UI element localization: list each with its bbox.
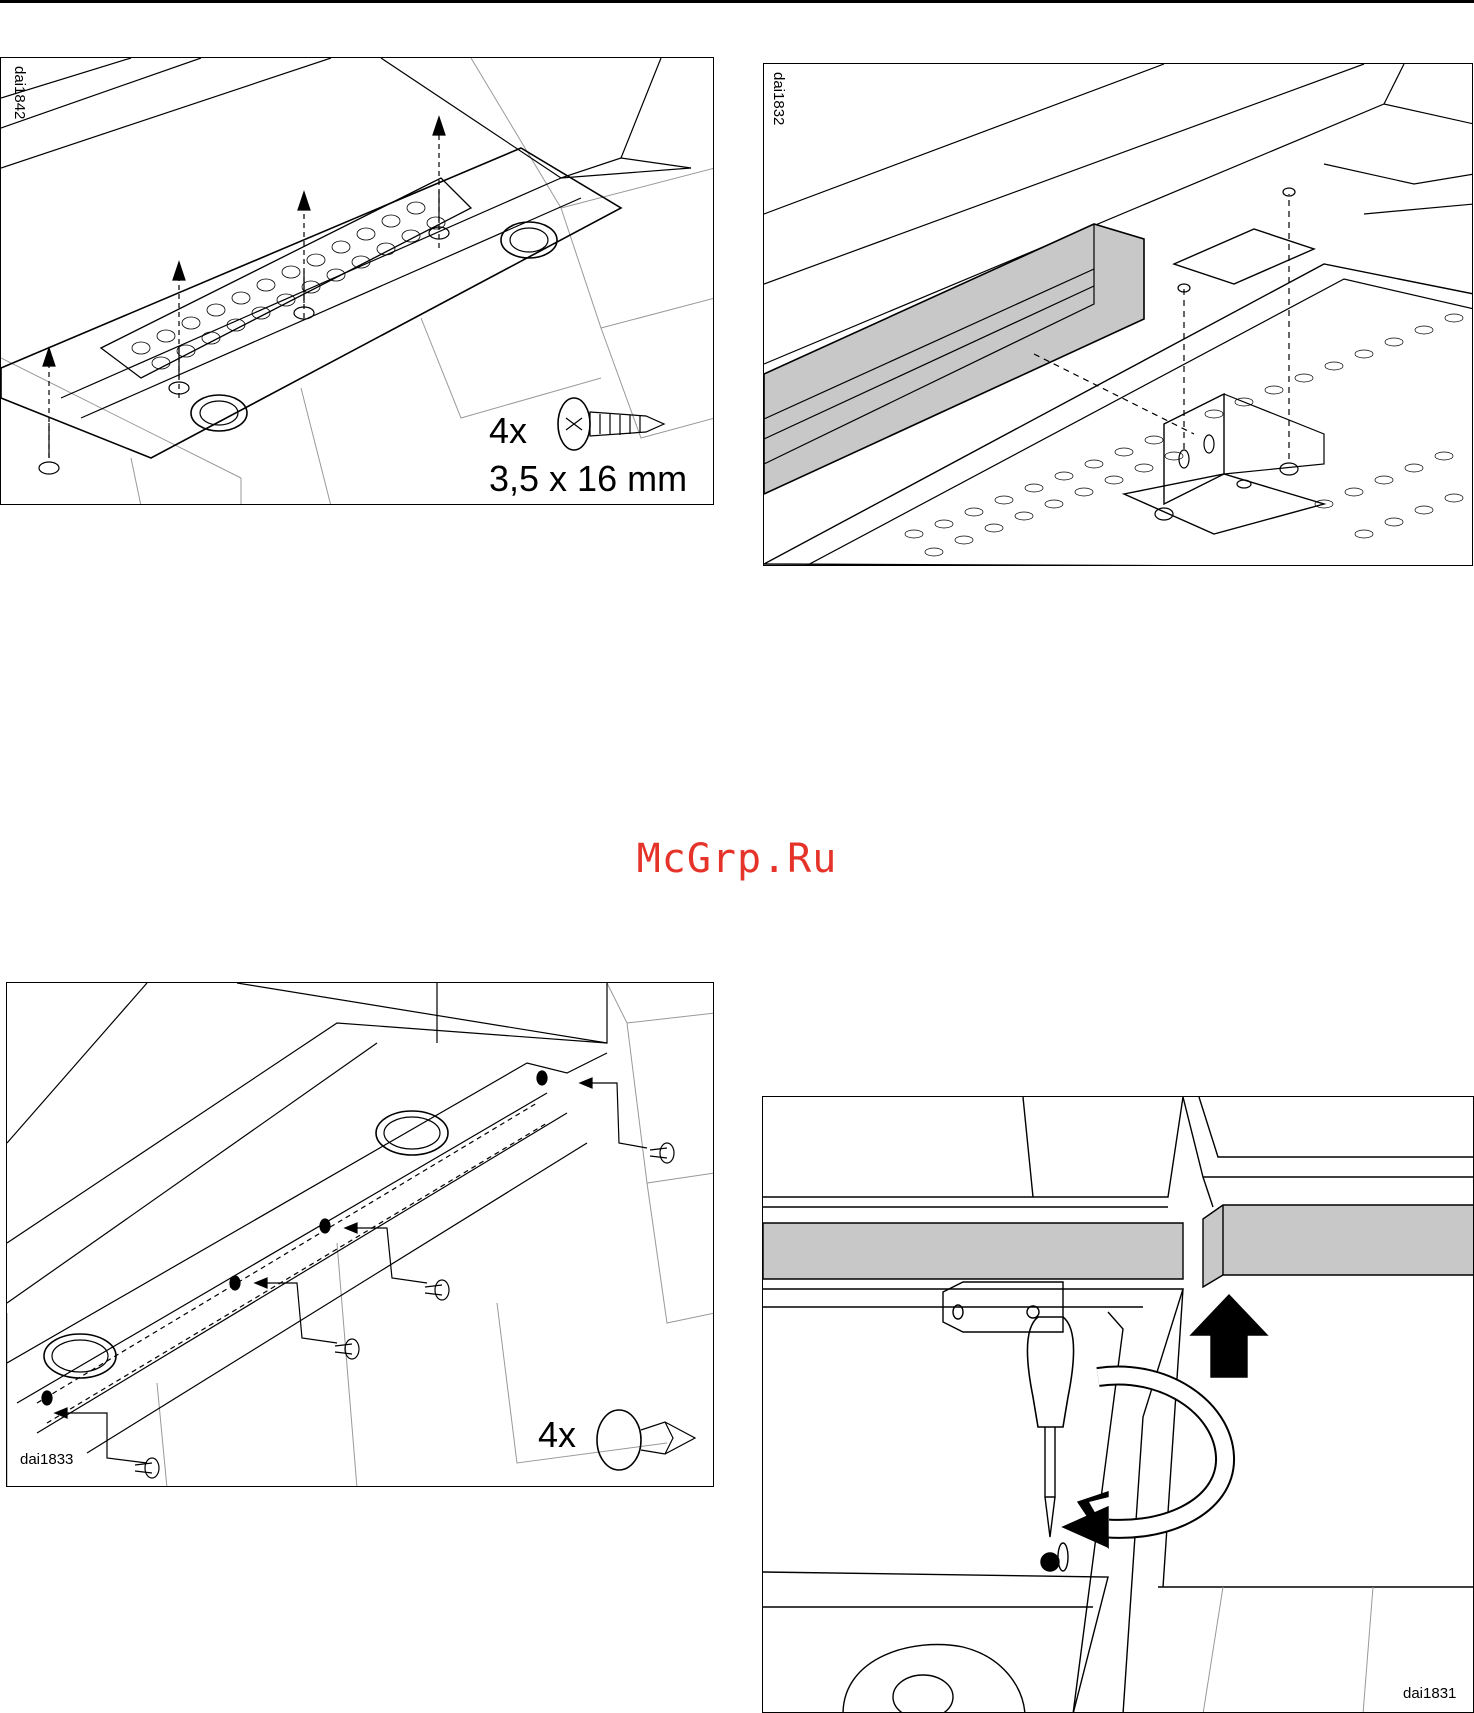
screwdriver-removal-illustration [763,1097,1474,1713]
top-rule [0,0,1474,3]
figure-dai1831: dai1831 [762,1096,1474,1713]
grease-filter-bracket-illustration [764,64,1473,566]
screw-size-label: 3,5 x 16 mm [489,461,687,497]
figure-code: dai1831 [1403,1685,1456,1702]
figure-code: dai1832 [770,72,787,125]
watermark: McGrp.Ru [0,836,1474,882]
figure-code: dai1842 [11,66,28,119]
hood-filter-screws-illustration [1,58,714,505]
figure-dai1832: dai1832 [763,63,1473,566]
figure-code: dai1833 [20,1451,73,1468]
quantity-label: 4x [489,413,527,449]
figure-dai1833: dai1833 4x [6,982,714,1487]
figure-dai1842: dai1842 4x 3,5 x 16 mm [0,57,714,505]
quantity-label: 4x [538,1417,576,1453]
hood-trim-rivets-illustration [7,983,714,1487]
